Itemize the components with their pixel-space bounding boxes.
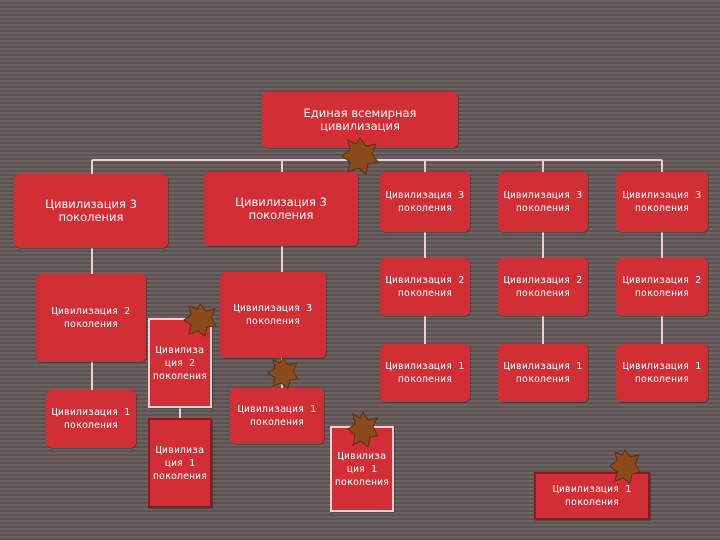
node-label: Цивилизация 3 поколения [45, 197, 137, 224]
node-left-gen2[interactable]: Цивилизация 2 поколения [36, 274, 146, 362]
node-label: Цивилизация 1 поколения [503, 361, 583, 385]
node-label: Цивилизация 3 поколения [503, 190, 583, 214]
node-label: Цивилизация 3 поколения [233, 303, 313, 327]
node-left-gen1[interactable]: Цивилизация 1 поколения [46, 390, 136, 448]
node-label: Цивилиза ция 1 поколения [152, 444, 208, 482]
node-label: Цивилизация 3 поколения [385, 190, 465, 214]
node-col3-gen2[interactable]: Цивилизация 2 поколения [616, 258, 708, 316]
leaf-icon [347, 410, 379, 448]
root-node[interactable]: Единая всемирная цивилизация [262, 92, 458, 148]
node-center-gen3[interactable]: Цивилизация 3 поколения [220, 272, 326, 358]
node-center-gen1[interactable]: Цивилизация 1 поколения [230, 388, 324, 444]
node-col2-gen2[interactable]: Цивилизация 2 поколения [498, 258, 588, 316]
node-label: Цивилизация 3 поколения [235, 195, 327, 222]
leaf-icon [341, 137, 379, 175]
node-label: Цивилиза ция 2 поколения [152, 344, 208, 382]
node-label: Цивилизация 2 поколения [622, 275, 702, 299]
node-label: Цивилизация 1 поколения [552, 484, 632, 508]
node-col1-gen3[interactable]: Цивилизация 3 поколения [380, 172, 470, 232]
node-gen3-center[interactable]: Цивилизация 3 поколения [204, 172, 358, 246]
node-col2-gen1[interactable]: Цивилизация 1 поколения [498, 344, 588, 402]
leaf-icon [609, 449, 641, 484]
node-label: Цивилизация 2 поколения [503, 275, 583, 299]
node-label: Цивилизация 1 поколения [51, 407, 131, 431]
node-col1-gen1[interactable]: Цивилизация 1 поколения [380, 344, 470, 402]
node-col2-gen3[interactable]: Цивилизация 3 поколения [498, 172, 588, 232]
node-label: Цивилиза ция 1 поколения [334, 450, 390, 488]
node-col3-gen3[interactable]: Цивилизация 3 поколения [616, 172, 708, 232]
leaf-icon [183, 303, 217, 337]
node-label: Цивилизация 2 поколения [51, 306, 131, 330]
node-small-gen1[interactable]: Цивилиза ция 1 поколения [148, 418, 212, 508]
node-label: Цивилизация 1 поколения [385, 361, 465, 385]
root-label: Единая всемирная цивилизация [303, 106, 417, 133]
leaf-icon [267, 357, 299, 389]
node-gen3-left[interactable]: Цивилизация 3 поколения [14, 174, 168, 248]
node-label: Цивилизация 2 поколения [385, 275, 465, 299]
node-label: Цивилизация 1 поколения [237, 404, 317, 428]
node-col1-gen2[interactable]: Цивилизация 2 поколения [380, 258, 470, 316]
node-label: Цивилизация 3 поколения [622, 190, 702, 214]
node-label: Цивилизация 1 поколения [622, 361, 702, 385]
node-col3-gen1[interactable]: Цивилизация 1 поколения [616, 344, 708, 402]
